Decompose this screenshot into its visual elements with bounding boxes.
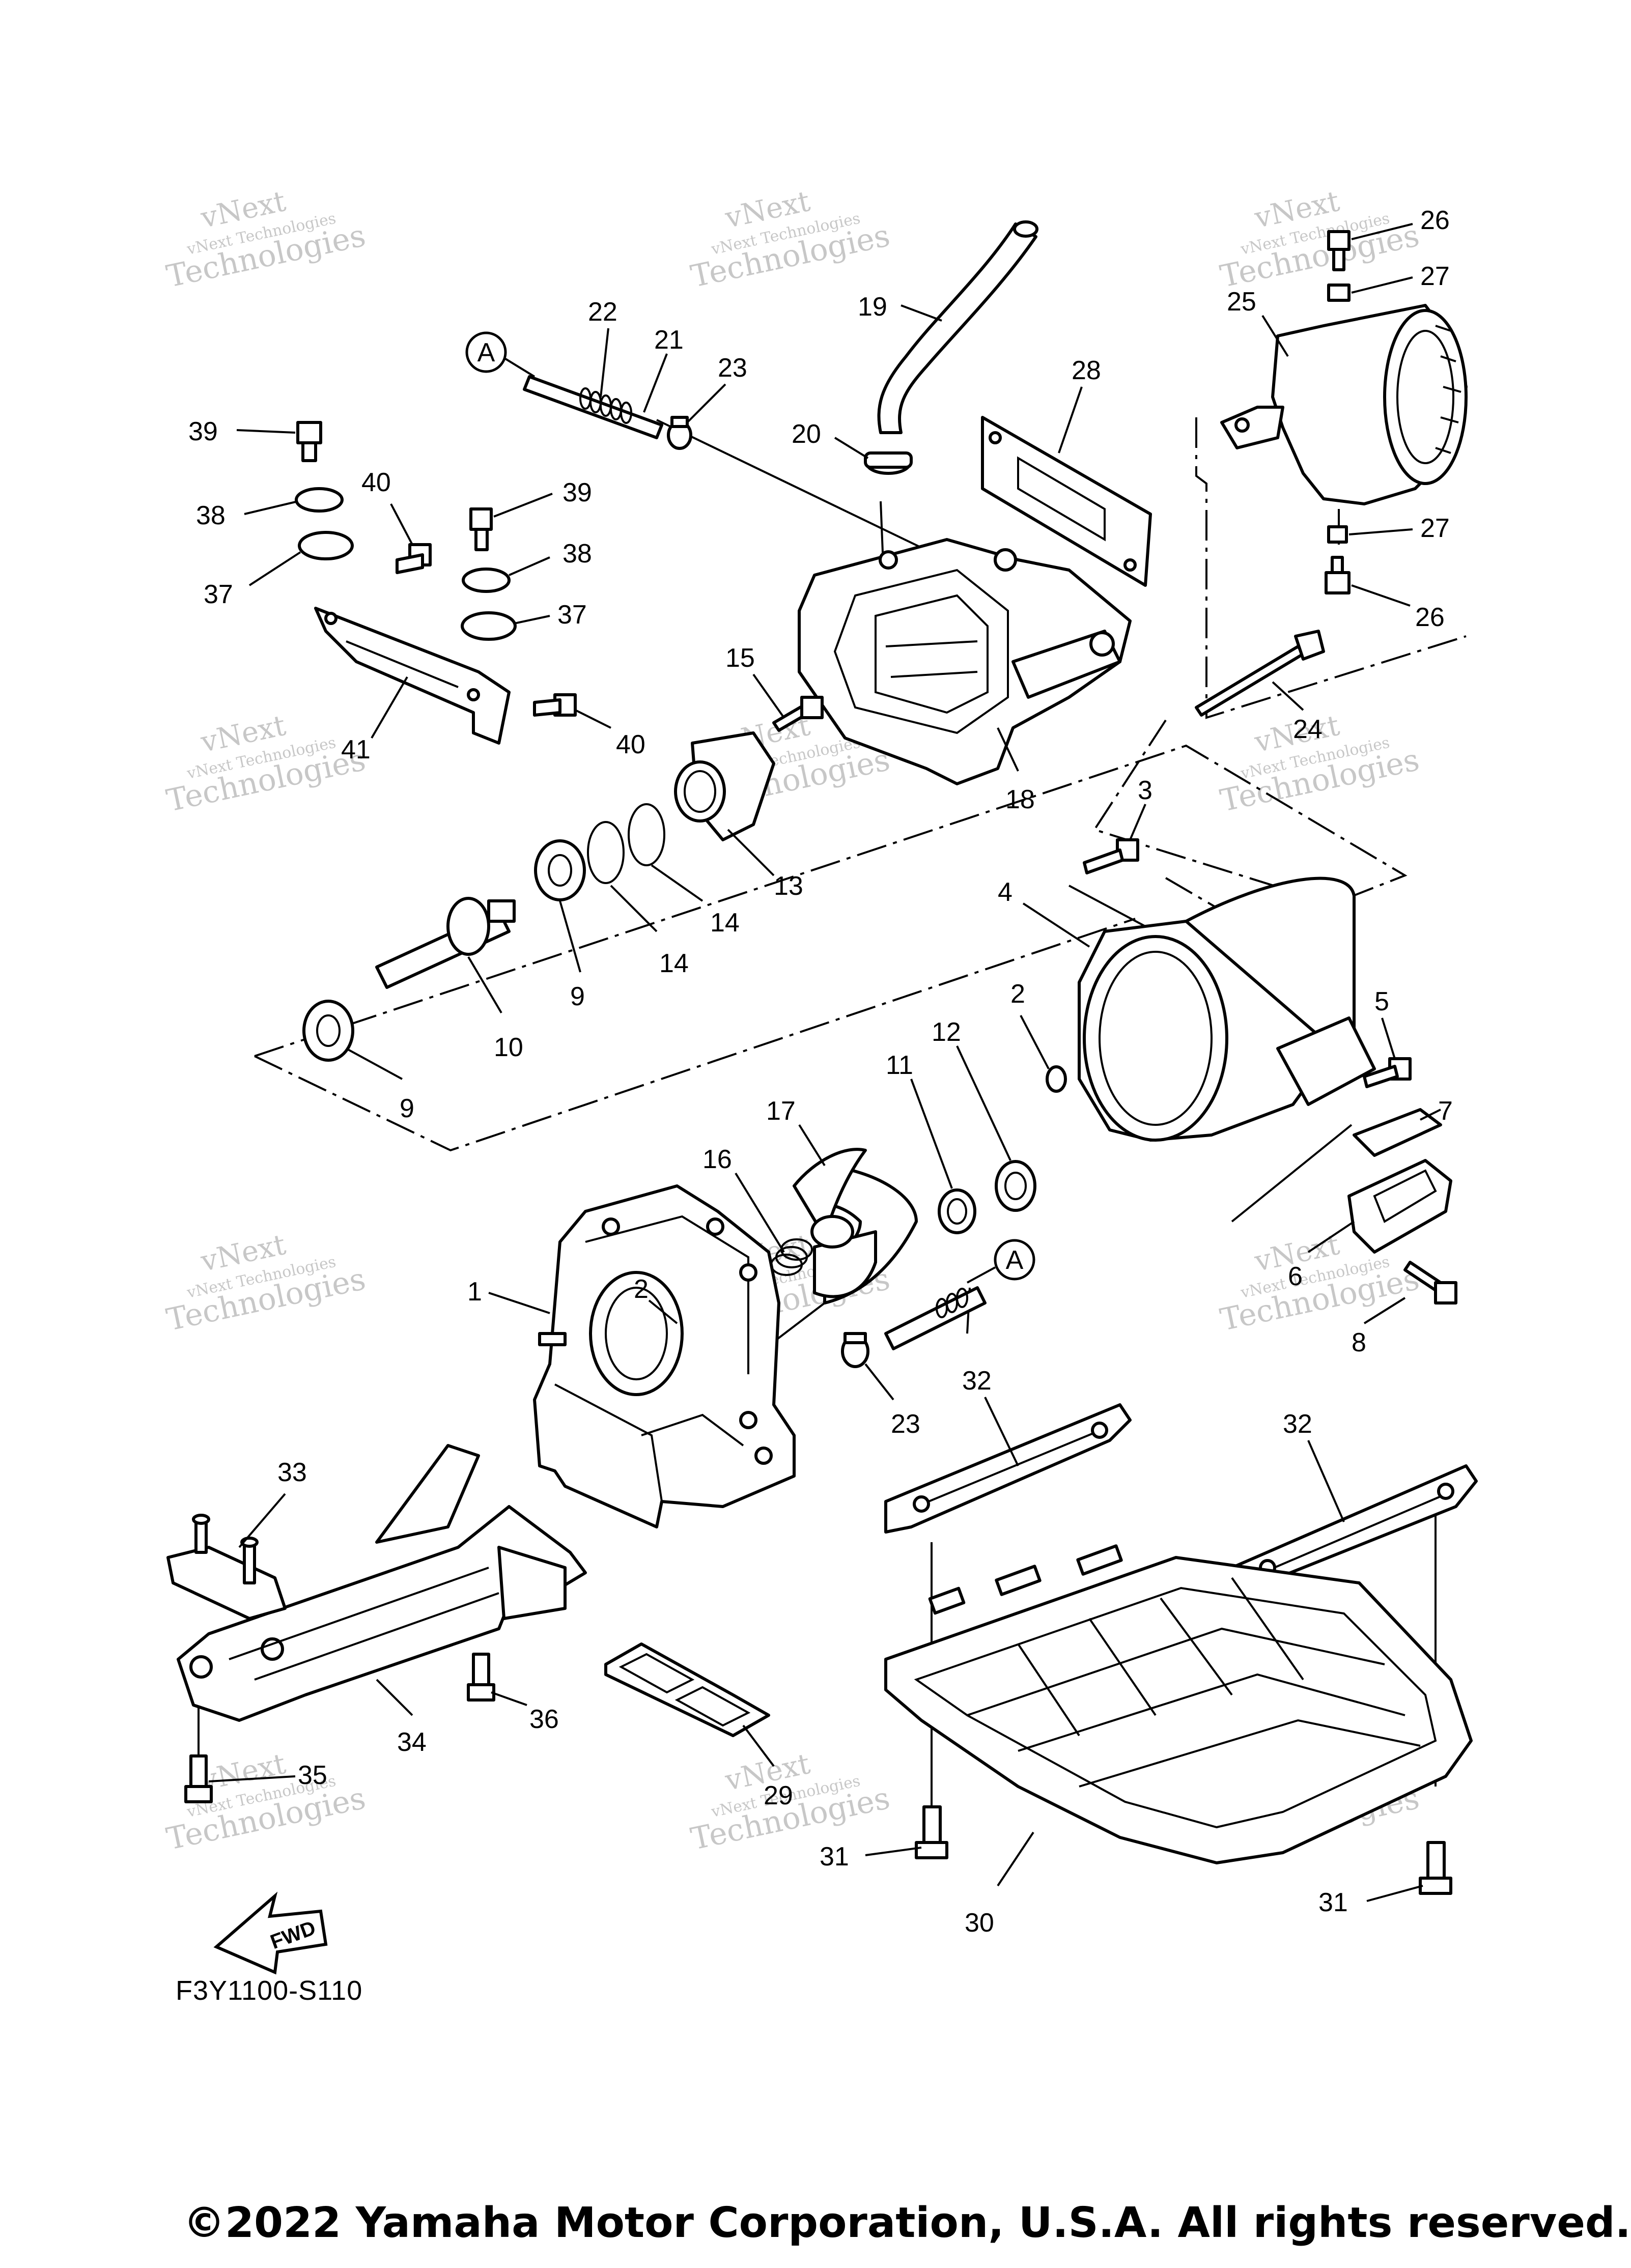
part-17-impeller	[793, 1148, 918, 1305]
callout-38: 38	[196, 501, 226, 530]
fwd-arrow-icon: FWD	[213, 1891, 328, 1975]
callout-36: 36	[529, 1705, 559, 1734]
callout-15: 15	[725, 643, 755, 673]
ref-marker-a-label: A	[1006, 1245, 1024, 1275]
callout-38: 38	[563, 539, 592, 569]
callout-1: 1	[467, 1277, 482, 1307]
callout-14: 14	[659, 949, 689, 978]
callout-9: 9	[400, 1094, 414, 1123]
callouts: 1 2 2 3 4 5 6 7 8 9 9 10 11	[188, 206, 1453, 1938]
part-35-36-bolts	[184, 1653, 495, 1803]
callout-31: 31	[1318, 1888, 1348, 1917]
callout-25: 25	[1227, 287, 1256, 317]
callout-7: 7	[1438, 1096, 1453, 1126]
callout-33: 33	[277, 1458, 307, 1487]
shaft-group-outline	[254, 744, 1408, 1057]
copyright-notice: ©2022 Yamaha Motor Corporation, U.S.A. A…	[183, 2199, 1631, 2247]
callout-32: 32	[962, 1366, 992, 1396]
callout-28: 28	[1072, 356, 1101, 385]
callout-22: 22	[588, 297, 617, 327]
part-10-shaft	[375, 897, 516, 989]
callout-29: 29	[764, 1781, 793, 1810]
callout-13: 13	[774, 871, 803, 901]
part-19-hose	[877, 220, 1038, 434]
callout-19: 19	[858, 292, 887, 322]
part-25-nozzle	[1220, 304, 1468, 505]
callout-39: 39	[563, 478, 592, 507]
callout-8: 8	[1352, 1328, 1366, 1357]
part-23-clamp-lower	[841, 1286, 987, 1368]
callout-2: 2	[1010, 979, 1025, 1009]
callout-37: 37	[204, 580, 233, 609]
reference-marker-a-top: A	[465, 331, 536, 378]
part-15-bolt	[772, 696, 824, 732]
callout-14: 14	[710, 908, 740, 938]
parts-exploded-diagram: vNext vNext Technologies Technologies vN…	[163, 185, 1478, 1975]
callout-34: 34	[397, 1727, 427, 1757]
part-13-bearing-housing	[674, 731, 775, 841]
callout-10: 10	[494, 1033, 523, 1062]
reference-marker-a-bottom: A	[967, 1239, 1035, 1284]
callout-37: 37	[557, 600, 587, 630]
part-18-impeller-housing	[798, 538, 1132, 785]
callout-40: 40	[616, 730, 645, 759]
callout-17: 17	[766, 1096, 796, 1126]
part-31-bolts	[915, 1805, 1452, 1895]
callout-5: 5	[1374, 987, 1389, 1016]
callout-3: 3	[1138, 776, 1152, 805]
callout-4: 4	[998, 877, 1013, 907]
callout-40: 40	[361, 468, 391, 497]
part-1-pump-housing	[533, 1184, 796, 1528]
callout-24: 24	[1293, 715, 1323, 744]
part-26-27-bolts	[1325, 230, 1351, 594]
callout-18: 18	[1005, 785, 1035, 814]
part-37-41-bracket-group	[295, 421, 577, 745]
callout-26: 26	[1420, 206, 1450, 235]
callout-39: 39	[188, 417, 218, 446]
callout-6: 6	[1288, 1262, 1303, 1291]
duct-outline	[1092, 719, 1339, 907]
callout-30: 30	[965, 1908, 994, 1938]
callout-41: 41	[341, 735, 371, 764]
part-20-clamp	[864, 451, 913, 475]
callout-26: 26	[1415, 603, 1445, 632]
part-33-pad	[166, 1514, 287, 1620]
part-29-cover-pad	[604, 1642, 770, 1737]
part-14-o-rings	[587, 803, 665, 884]
part-6-7-8-mount	[1347, 1108, 1457, 1305]
ref-marker-a-label: A	[477, 338, 495, 367]
part-11-12-rings	[938, 1160, 1036, 1234]
part-4-intake-duct	[1078, 876, 1376, 1142]
part-28-plate	[981, 416, 1152, 587]
nozzle-bracket-outline	[1195, 417, 1467, 719]
part-30-intake-grate	[884, 1544, 1473, 1864]
part-21-22-fitting	[523, 375, 663, 439]
part-24-bolt	[1195, 630, 1325, 717]
callout-23: 23	[891, 1409, 920, 1439]
callout-11: 11	[886, 1051, 913, 1080]
callout-27: 27	[1420, 514, 1450, 543]
callout-12: 12	[932, 1017, 961, 1047]
callout-2: 2	[634, 1274, 649, 1304]
callout-21: 21	[654, 325, 684, 355]
callout-32: 32	[1283, 1409, 1312, 1439]
callout-16: 16	[702, 1145, 732, 1174]
callout-31: 31	[820, 1842, 849, 1872]
callout-9: 9	[570, 982, 585, 1011]
part-23-clamp-upper	[667, 416, 692, 450]
callout-35: 35	[298, 1761, 327, 1790]
diagram-code: F3Y1100-S110	[176, 1975, 363, 2006]
callout-20: 20	[792, 419, 821, 449]
part-9-bearings	[302, 839, 586, 1062]
part-34-ride-plate-frame	[177, 1444, 587, 1722]
callout-27: 27	[1420, 262, 1450, 291]
callout-23: 23	[718, 353, 747, 383]
shaft-group-outline-lower	[254, 918, 1136, 1152]
